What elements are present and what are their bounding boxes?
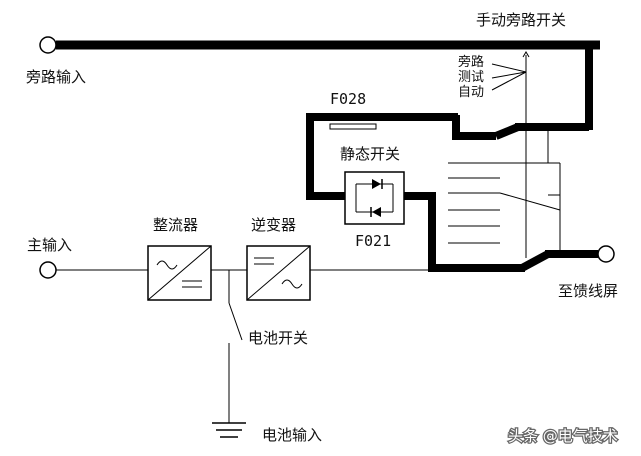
fuse-f021-label: F021 (355, 232, 391, 250)
main-input-label: 主输入 (27, 236, 72, 254)
pos-pointer-bypass (491, 63, 527, 73)
battery-switch-label: 电池开关 (248, 329, 308, 347)
pos-auto-label: 自动 (458, 85, 484, 100)
contact-line-3b (499, 192, 561, 211)
manual-switch-blade-top (494, 123, 520, 140)
inverter-label: 逆变器 (251, 216, 296, 234)
inverter-ac-icon (281, 279, 303, 289)
main-input-terminal (39, 261, 57, 279)
rectifier-label: 整流器 (153, 216, 198, 234)
rectifier-diagonal (147, 245, 212, 301)
bypass-input-terminal (39, 36, 57, 54)
thyristor-forward-icon (372, 179, 381, 189)
pos-bypass-label: 旁路 (458, 54, 484, 70)
bypass-input-label: 旁路输入 (26, 68, 86, 86)
pos-pointer-auto (491, 71, 527, 91)
fuse-f028-label: F028 (330, 90, 366, 108)
battery-input-label: 电池输入 (262, 426, 322, 444)
watermark: 头条 @电气技术 (508, 427, 618, 445)
pos-pointer-test (491, 71, 527, 79)
manual-bypass-switch-label: 手动旁路开关 (476, 11, 566, 29)
static-switch-box (344, 171, 405, 225)
thyristor-reverse-icon (372, 207, 381, 217)
shaft-arrow-icon (522, 51, 530, 58)
pos-test-label: 测试 (458, 70, 484, 85)
to-feeder-panel-label: 至馈线屏 (558, 282, 618, 300)
static-switch-label: 静态开关 (340, 145, 400, 163)
manual-switch-blade-bottom (520, 250, 550, 272)
fuse-f028-symbol (329, 123, 377, 130)
rectifier-ac-icon (156, 260, 178, 270)
feeder-output-terminal (597, 245, 615, 263)
inverter-diagonal (246, 245, 311, 301)
battery-switch-blade (228, 302, 243, 341)
